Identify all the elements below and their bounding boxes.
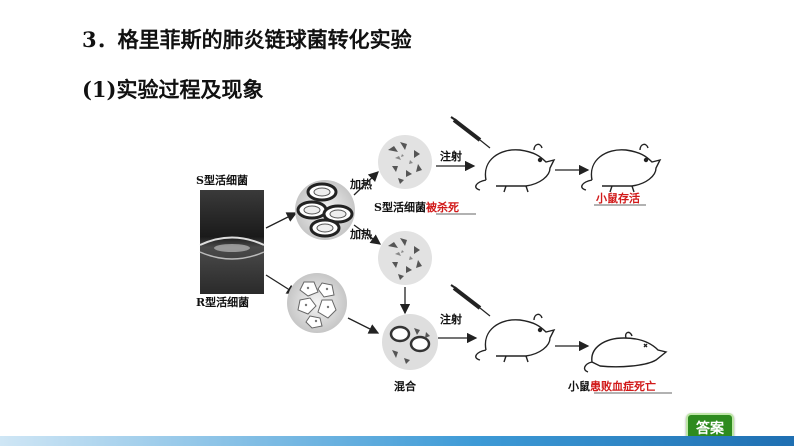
label-mouse-prefix: 小鼠患败血症死亡: [567, 379, 656, 393]
mouse-dead-text: 患败血症死亡: [590, 379, 656, 393]
arrow-heat-down: [353, 224, 382, 245]
mouse-dead: [583, 331, 668, 373]
label-mouse-alive: 小鼠存活: [595, 191, 640, 205]
mouse-alive: [581, 143, 662, 193]
s-type-bacteria-plate: [295, 180, 355, 240]
s-killed-suffix-text: 被杀死: [426, 200, 459, 214]
s-killed-prefix-text: S型活细菌: [374, 200, 426, 214]
syringe-bottom: [450, 284, 491, 317]
section-heading: 3．格里菲斯的肺炎链球菌转化实验: [82, 27, 412, 52]
subheading: (1)实验过程及现象: [82, 77, 264, 102]
killed-s-plate-top: [378, 135, 432, 189]
footer-band: [0, 436, 794, 446]
arrow-r-to-mix: [347, 317, 380, 334]
mixed-bacteria-plate: [382, 314, 438, 370]
killed-s-plate-middle: [378, 231, 432, 285]
label-r-live: R型活细菌: [196, 295, 249, 309]
label-inject-2: 注射: [440, 312, 462, 326]
label-heat-2: 加热: [349, 227, 372, 241]
mouse-injected-top: [475, 143, 556, 193]
label-inject-1: 注射: [440, 149, 462, 163]
r-type-bacteria-plate: [287, 273, 347, 333]
label-mix: 混合: [394, 379, 417, 393]
mouse-prefix-text: 小鼠: [567, 379, 590, 393]
label-heat-1: 加热: [349, 177, 372, 191]
arrow-heat-up: [353, 171, 379, 196]
arrow-photo-to-s: [265, 212, 298, 229]
colony-photo: [199, 190, 265, 294]
label-s-killed-prefix: S型活细菌被杀死: [374, 200, 459, 214]
mouse-injected-bottom: [475, 313, 556, 363]
syringe-top: [450, 116, 491, 149]
label-s-live: S型活细菌: [196, 173, 248, 187]
